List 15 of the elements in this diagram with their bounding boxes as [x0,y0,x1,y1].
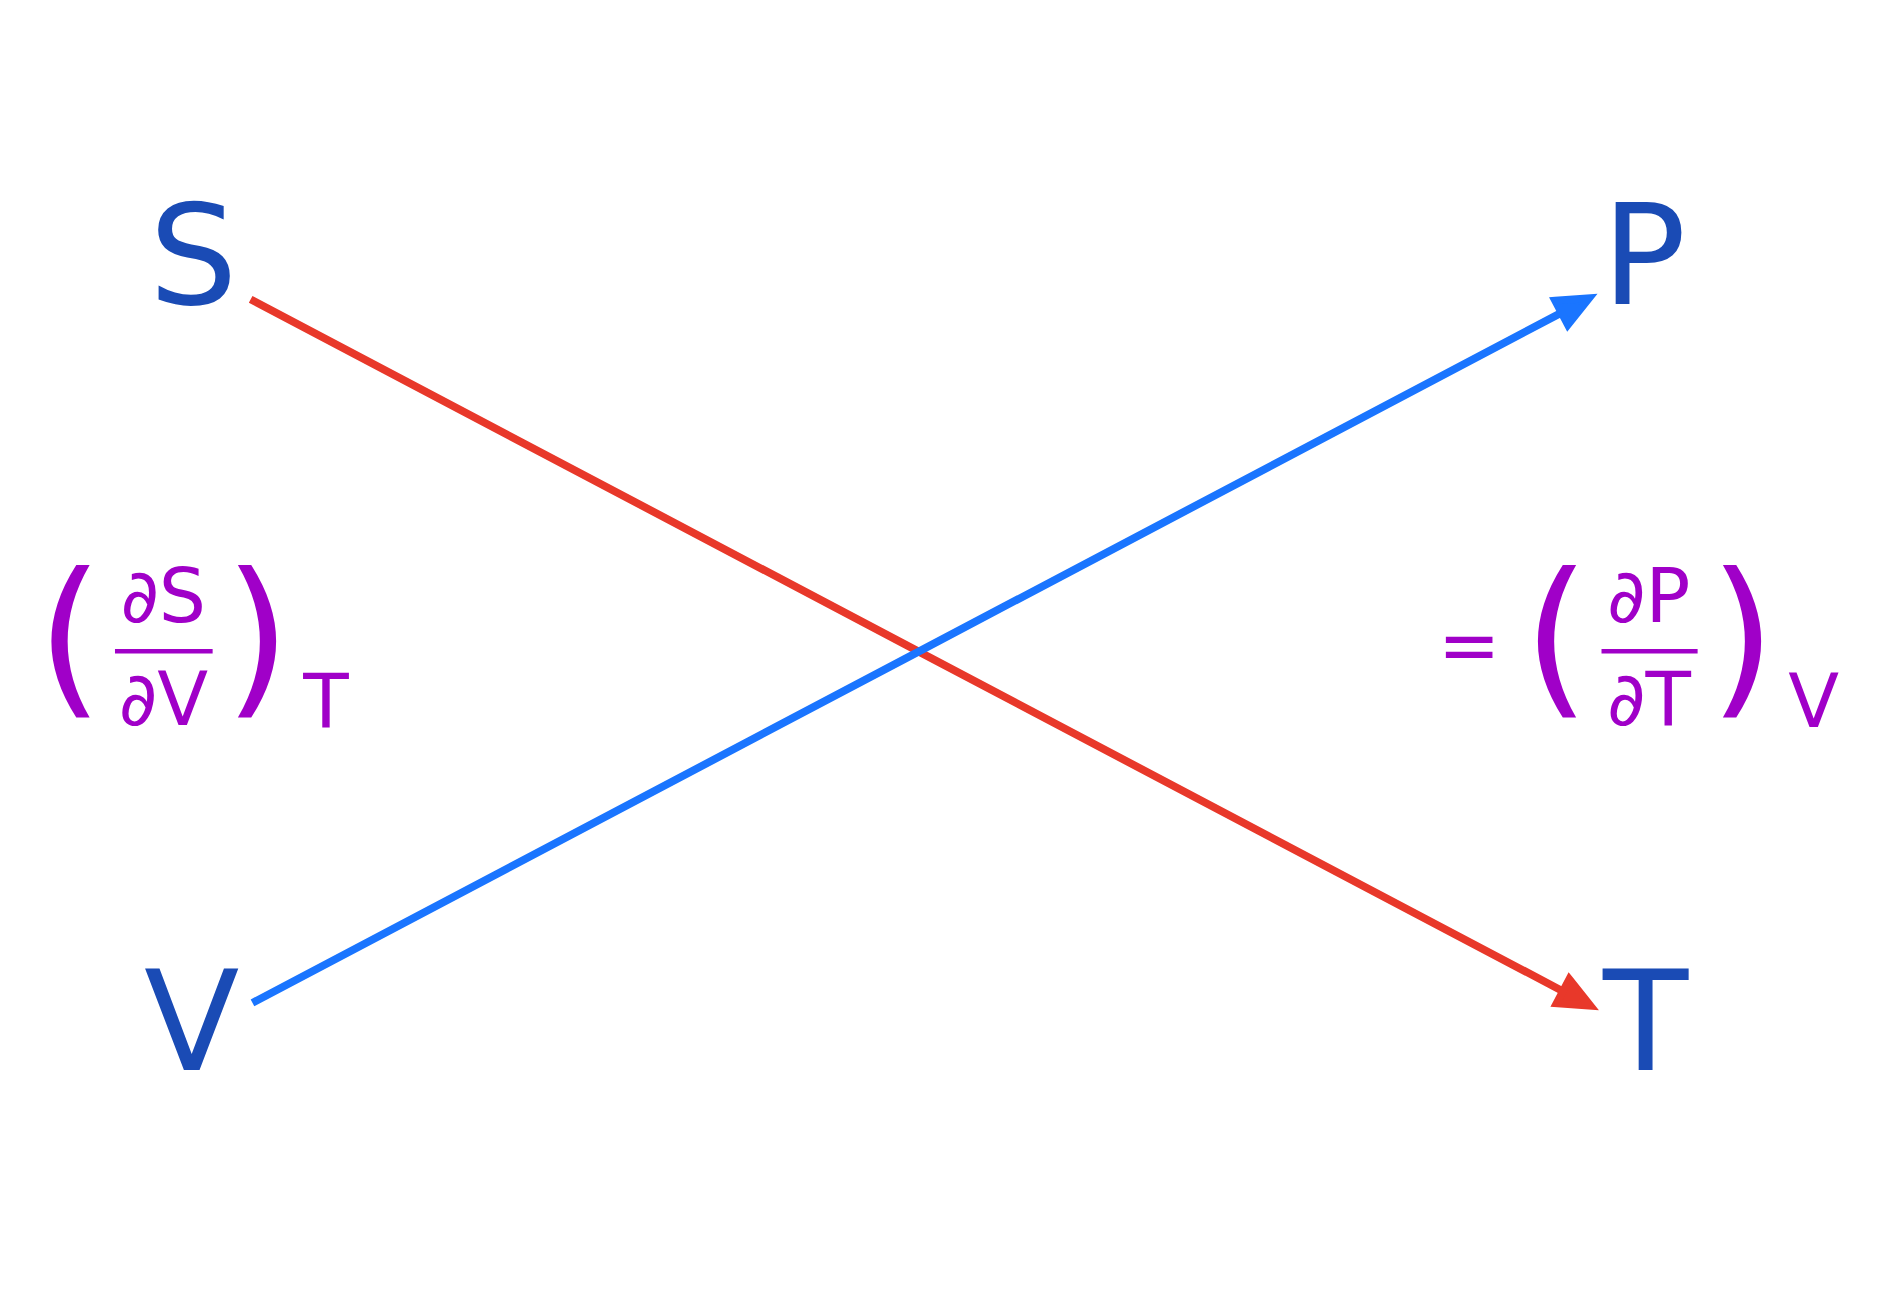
label: T [303,657,349,745]
label: ( [36,536,104,735]
node-text: P [1602,174,1687,337]
label: ∂T [1606,655,1691,743]
node-text: T [1603,940,1689,1103]
label: = [1437,601,1501,689]
label: ) [224,536,291,735]
label: ) [1709,536,1776,735]
label: ∂P [1606,552,1691,640]
node-text: S [148,174,238,337]
label: ∂S [120,552,207,640]
label: ∂V [118,655,209,743]
label: ( [1523,536,1590,735]
label: V [1788,657,1840,745]
node-text: V [143,940,240,1103]
